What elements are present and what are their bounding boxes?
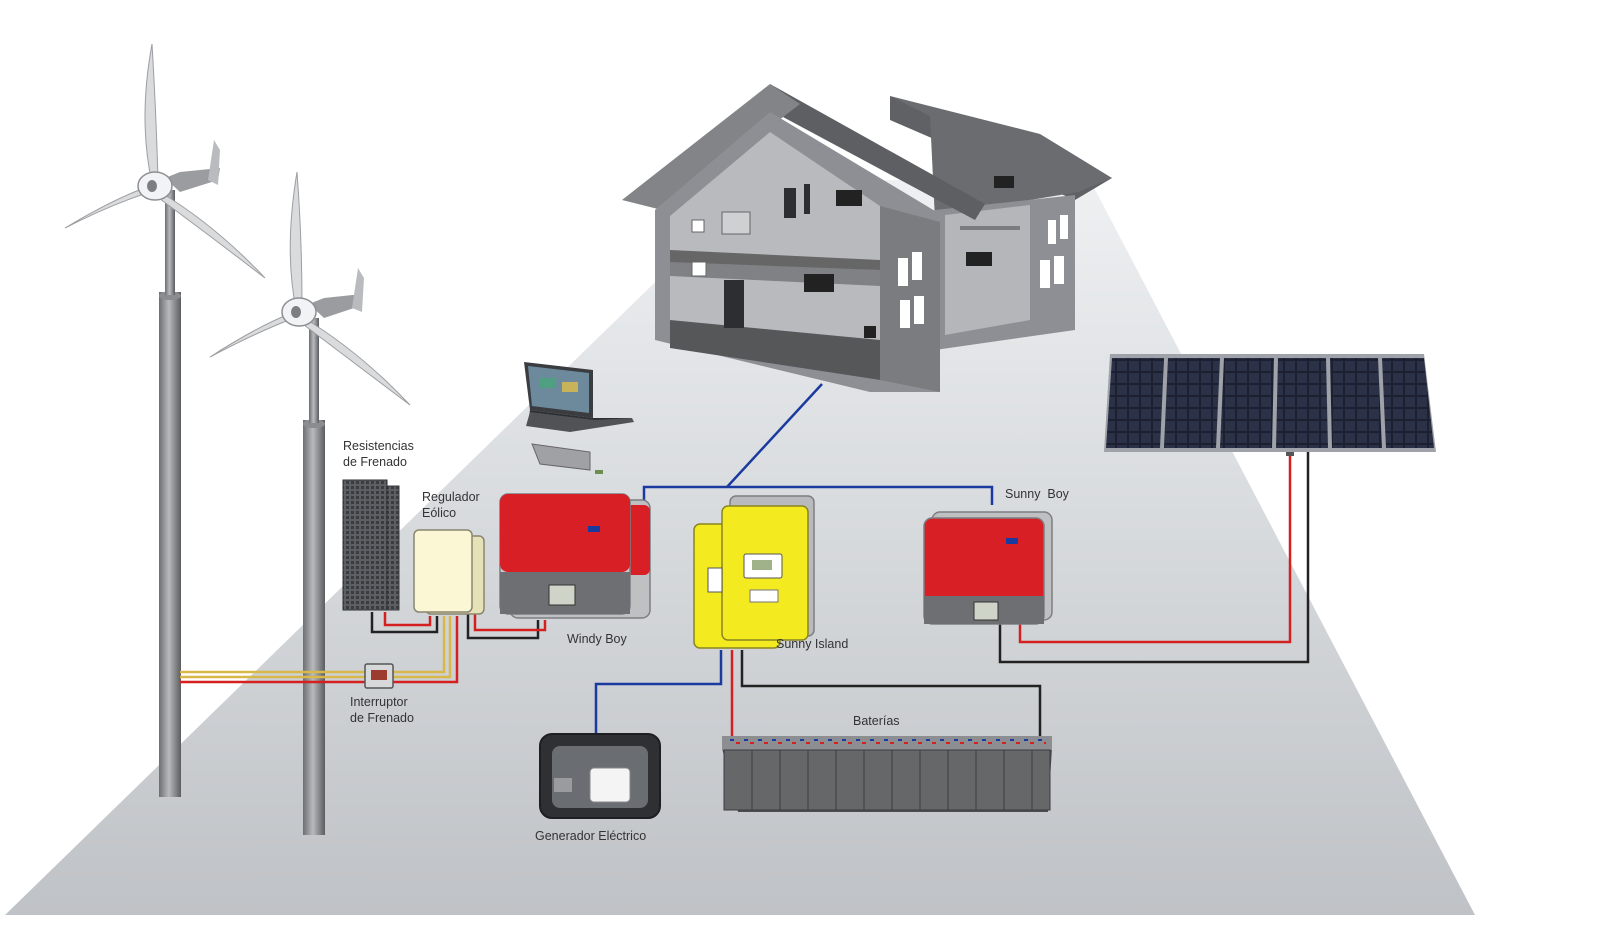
label-regulador-eolico: Regulador Eólico	[422, 489, 480, 521]
battery-bank	[722, 736, 1052, 812]
label-resistencias-line2: de Frenado	[343, 454, 414, 470]
label-interruptor-de-frenado: Interruptor de Frenado	[350, 694, 414, 726]
electric-generator	[540, 734, 660, 818]
wind-regulator	[414, 530, 484, 614]
label-resistencias-line1: Resistencias	[343, 438, 414, 454]
label-generador-electrico: Generador Eléctrico	[535, 828, 646, 844]
braking-switch	[365, 664, 393, 688]
windy-boy-inverter	[500, 494, 650, 618]
label-sunny-boy: Sunny Boy	[1005, 486, 1069, 502]
label-baterias: Baterías	[853, 713, 900, 729]
label-regulador-line2: Eólico	[422, 505, 480, 521]
braking-resistors	[343, 480, 399, 610]
label-windy-boy: Windy Boy	[567, 631, 627, 647]
label-regulador-line1: Regulador	[422, 489, 480, 505]
solar-panel-array	[1104, 354, 1436, 456]
label-interruptor-line2: de Frenado	[350, 710, 414, 726]
label-resistencias-de-frenado: Resistencias de Frenado	[343, 438, 414, 470]
label-interruptor-line1: Interruptor	[350, 694, 414, 710]
sunny-boy-inverter	[924, 512, 1052, 624]
label-sunny-island: Sunny Island	[776, 636, 848, 652]
wind-turbine-1	[65, 44, 265, 797]
